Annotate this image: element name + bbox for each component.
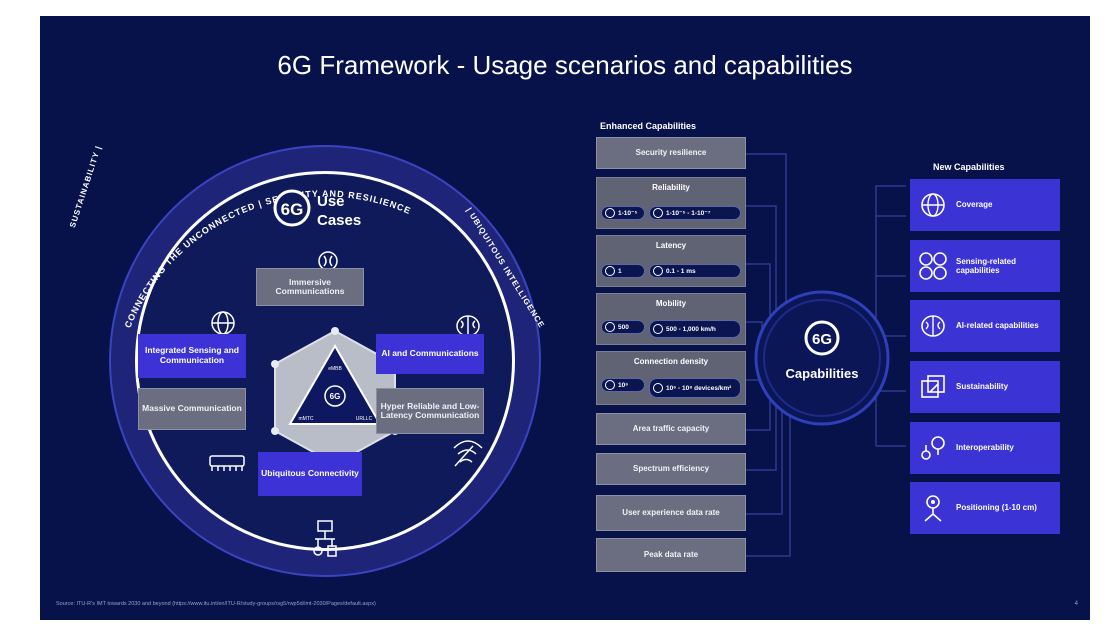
latency-current: 1: [601, 264, 645, 278]
6g-badge-icon: [273, 189, 311, 227]
cap-security: Security resilience: [596, 137, 746, 169]
use-cases-title-1: Use: [317, 193, 345, 210]
reliability-target: 1-10⁻⁵ - 1-10⁻⁷: [649, 206, 741, 220]
imt2020-icon: [605, 266, 615, 276]
brain-icon: [921, 315, 945, 337]
new-cap-label: Coverage: [956, 200, 993, 210]
enhanced-capabilities-heading: Enhanced Capabilities: [600, 121, 697, 131]
new-cap-positioning: Positioning (1-10 cm): [910, 482, 1060, 534]
use-case-isac: Integrated Sensing and Communication: [138, 334, 246, 378]
connectivity-icon: [313, 520, 337, 557]
use-case-massive: Massive Communication: [138, 388, 246, 430]
coverage-icon: [921, 193, 945, 217]
cap-latency-label: Latency: [655, 241, 687, 250]
capabilities-badge-text: 6G: [812, 331, 832, 348]
triangle-label-mmtc: mMTC: [299, 416, 314, 422]
cap-reliability: Reliability 1-10⁻⁵ 1-10⁻⁵ - 1-10⁻⁷: [596, 177, 746, 229]
use-case-ubiquitous: Ubiquitous Connectivity: [258, 452, 362, 496]
svg-text:6G: 6G: [281, 200, 304, 219]
antenna-icon: [453, 440, 483, 467]
cap-peak-rate: Peak data rate: [596, 538, 746, 572]
new-cap-label: Positioning (1-10 cm): [956, 503, 1037, 513]
mobility-target: 500 - 1,000 km/h: [649, 320, 741, 338]
triangle-label-embb: eMBB: [328, 366, 342, 372]
slide: 6G Framework - Usage scenarios and capab…: [40, 16, 1090, 620]
6g-badge-icon: [804, 320, 840, 356]
imt2030-icon: [653, 208, 663, 218]
new-cap-coverage: Coverage: [910, 179, 1060, 231]
new-cap-interoperability: Interoperability: [910, 422, 1060, 474]
new-cap-sensing: Sensing-related capabilities: [910, 240, 1060, 292]
use-case-ai: AI and Communications: [376, 334, 484, 374]
new-cap-label: Interoperability: [956, 443, 1014, 453]
cap-user-experience: User experience data rate: [596, 495, 746, 531]
positioning-icon: [924, 495, 942, 522]
devices-icon: [209, 455, 245, 471]
latency-target: 0.1 - 1 ms: [649, 264, 741, 278]
cap-spectrum: Spectrum efficiency: [596, 453, 746, 485]
new-cap-label: AI-related capabilities: [956, 321, 1039, 331]
hex-center-label: 6G: [330, 392, 341, 401]
capabilities-label: Capabilities: [786, 366, 859, 381]
cap-density-label: Connection density: [633, 357, 709, 366]
imt2030-icon: [653, 383, 663, 393]
use-case-hrllc: Hyper Reliable and Low-Latency Communica…: [376, 388, 484, 434]
imt2020-icon: [605, 380, 615, 390]
cap-mobility: Mobility 500 500 - 1,000 km/h: [596, 293, 746, 345]
interoperability-icon: [921, 436, 945, 460]
source-footnote: Source: ITU-R's IMT towards 2030 and bey…: [56, 601, 376, 607]
cap-density: Connection density 10⁶ 10⁶ - 10⁸ devices…: [596, 351, 746, 405]
imt2030-icon: [653, 324, 663, 334]
use-case-immersive: Immersive Communications: [256, 268, 364, 306]
capabilities-circle: 6G Capabilities: [754, 290, 890, 426]
sustainability-icon: [921, 375, 945, 398]
page-title: 6G Framework - Usage scenarios and capab…: [277, 50, 853, 80]
use-cases-graphic: CONNECTING THE UNCONNECTED | SECURITY AN…: [109, 145, 541, 577]
reliability-current: 1-10⁻⁵: [601, 206, 645, 220]
new-cap-ai: AI-related capabilities: [910, 300, 1060, 352]
use-cases-title-2: Cases: [317, 212, 361, 229]
triangle-shape: [288, 343, 382, 425]
page-number: 4: [1074, 601, 1078, 607]
density-current: 10⁶: [601, 378, 645, 392]
sensing-icon: [919, 252, 947, 280]
new-cap-label: Sensing-related capabilities: [956, 256, 1017, 275]
density-target: 10⁶ - 10⁸ devices/km²: [649, 378, 741, 398]
mobility-current: 500: [601, 320, 645, 334]
imt2020-icon: [605, 208, 615, 218]
new-capabilities-heading: New Capabilities: [933, 162, 1005, 172]
cap-latency: Latency 1 0.1 - 1 ms: [596, 235, 746, 287]
new-cap-label: Sustainability: [956, 382, 1009, 392]
cap-reliability-label: Reliability: [652, 183, 690, 192]
triangle-label-urllc: URLLC: [356, 416, 373, 422]
cap-mobility-label: Mobility: [655, 299, 687, 308]
cap-area-traffic: Area traffic capacity: [596, 413, 746, 445]
imt2020-icon: [605, 322, 615, 332]
new-cap-sustainability: Sustainability: [910, 361, 1060, 413]
imt2030-icon: [653, 266, 663, 276]
